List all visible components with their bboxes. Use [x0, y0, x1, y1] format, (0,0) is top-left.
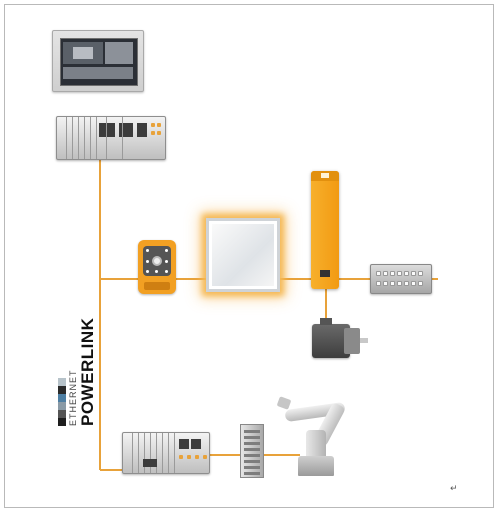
bottom-io-station: [122, 432, 210, 474]
camera-connector: [144, 282, 170, 290]
smart-camera: [138, 240, 176, 294]
robot-body: [306, 430, 326, 460]
glowing-frame: [206, 218, 280, 292]
io-block: [370, 264, 432, 294]
industrial-robot: [298, 456, 334, 476]
logo-color-bars: [58, 378, 66, 426]
drive-motor-cable: [325, 289, 327, 325]
bottom-link-cable-1: [210, 454, 240, 456]
servo-drive: [311, 171, 339, 289]
servo-motor: [312, 318, 368, 358]
panel-pc: [52, 30, 144, 92]
bottom-horizontal-cable: [100, 469, 122, 471]
panel-pc-screen: [60, 38, 138, 86]
bottom-link-cable-2: [264, 454, 300, 456]
camera-lens-icon: [152, 256, 162, 266]
main-vertical-cable: [99, 160, 101, 470]
camera-face: [143, 246, 171, 276]
controller-io-station: [56, 116, 166, 160]
footer-mark: ↵: [450, 484, 458, 494]
terminal-strip: [240, 424, 264, 478]
logo-powerlink-text: POWERLINK: [78, 317, 97, 426]
logo-ethernet-text: ETHERNET: [68, 369, 78, 426]
ethernet-powerlink-logo: ETHERNET POWERLINK: [58, 318, 108, 426]
drive-connector: [320, 270, 330, 277]
